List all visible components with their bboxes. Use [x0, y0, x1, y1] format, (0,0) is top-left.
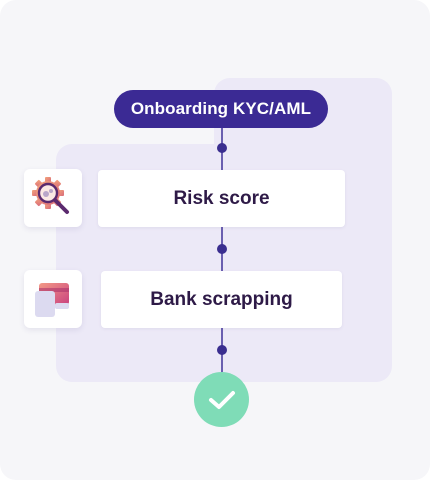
step-label: Risk score [173, 187, 270, 209]
step-bank-scrapping: Bank scrapping [101, 271, 342, 328]
bank-card-icon [35, 283, 69, 317]
risk-score-icon-box [24, 169, 82, 227]
connector-dot [217, 345, 227, 355]
checkmark-icon [208, 390, 235, 409]
connector-dot [217, 143, 227, 153]
connector-dot [217, 244, 227, 254]
magnifier-gear-icon [32, 177, 69, 214]
step-label: Bank scrapping [150, 288, 293, 310]
start-node-label: Onboarding KYC/AML [130, 99, 312, 118]
end-node-success [194, 372, 249, 427]
step-risk-score: Risk score [98, 170, 345, 227]
start-node-pill: Onboarding KYC/AML [114, 90, 328, 128]
bank-scrapping-icon-box [24, 270, 82, 328]
